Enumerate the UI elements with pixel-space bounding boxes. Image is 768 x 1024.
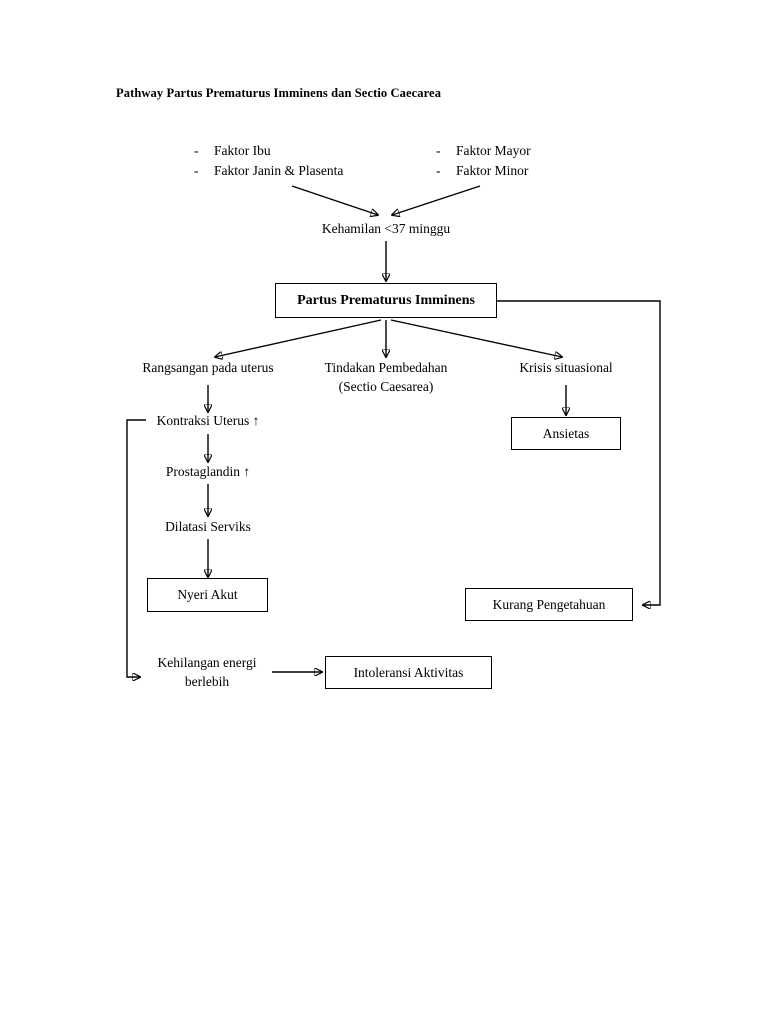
node-krisis-situasional: Krisis situasional: [519, 360, 613, 375]
bullet-dash-faktor-ibu: -: [194, 143, 199, 158]
list-item-faktor-janin: Faktor Janin & Plasenta: [214, 163, 344, 178]
bullet-dash-faktor-minor: -: [436, 163, 441, 178]
node-partus-prematurus-imminens: Partus Prematurus Imminens: [275, 283, 497, 318]
edge-faktor-right-to-kehamilan: [392, 185, 481, 215]
node-prostaglandin: Prostaglandin ↑: [165, 464, 251, 479]
bullet-dash-faktor-mayor: -: [436, 143, 441, 158]
node-nyeri-akut: Nyeri Akut: [147, 578, 268, 612]
node-kontraksi-uterus: Kontraksi Uterus ↑: [156, 413, 260, 428]
node-rangsangan-pada-uterus: Rangsangan pada uterus: [142, 360, 274, 375]
edge-ppi-to-rangsangan: [215, 319, 382, 357]
edge-faktor-left-to-kehamilan: [291, 185, 378, 215]
node-kehilangan-energi-line2: berlebih: [184, 674, 230, 689]
node-kehamilan: Kehamilan <37 minggu: [321, 221, 451, 236]
node-tindakan-pembedahan-line2: (Sectio Caesarea): [338, 379, 434, 394]
edge-ppi-to-krisis: [390, 319, 562, 357]
list-item-faktor-ibu: Faktor Ibu: [214, 143, 271, 158]
edge-kontraksi-to-kehilangan: [126, 419, 146, 677]
list-item-faktor-minor: Faktor Minor: [456, 163, 529, 178]
edge-ppi-to-kurang-pengetahuan: [497, 300, 661, 605]
node-dilatasi-serviks: Dilatasi Serviks: [165, 519, 251, 534]
node-kurang-pengetahuan: Kurang Pengetahuan: [465, 588, 633, 621]
node-ansietas: Ansietas: [511, 417, 621, 450]
node-tindakan-pembedahan-line1: Tindakan Pembedahan: [324, 360, 448, 375]
node-kehilangan-energi-line1: Kehilangan energi: [157, 655, 257, 670]
node-intoleransi-aktivitas: Intoleransi Aktivitas: [325, 656, 492, 689]
page-title: Pathway Partus Prematurus Imminens dan S…: [116, 86, 442, 100]
list-item-faktor-mayor: Faktor Mayor: [456, 143, 531, 158]
bullet-dash-faktor-janin: -: [194, 163, 199, 178]
